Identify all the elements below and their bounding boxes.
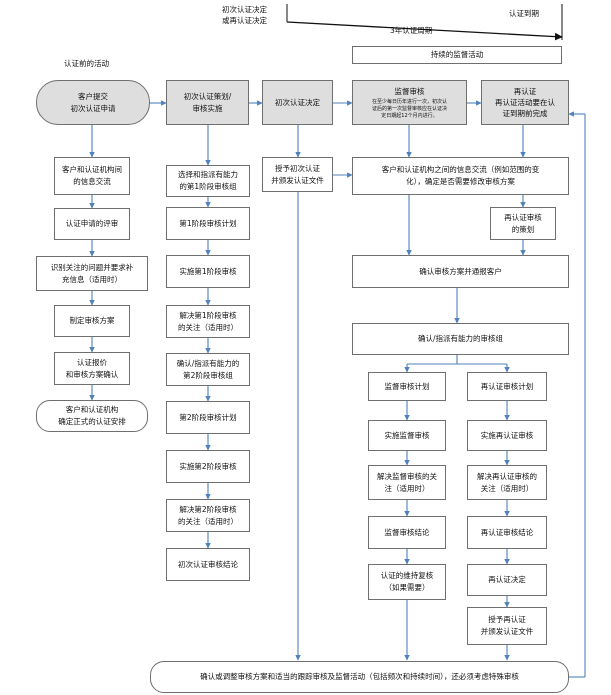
recert-title: 再认证 bbox=[513, 87, 537, 96]
initial-audit-step: 选择和指派有能力 的第1阶段审核组 bbox=[166, 165, 250, 197]
pre-cert-step: 认证报价 和审核方案确认 bbox=[54, 352, 130, 385]
surveillance-step: 监督审核计划 bbox=[368, 372, 446, 401]
surveillance-step: 实施监督审核 bbox=[368, 420, 446, 451]
ongoing-surveillance-bar: 持续的监督活动 bbox=[352, 46, 562, 64]
recert-step: 再认证决定 bbox=[467, 564, 547, 596]
cert-expiry-marker: 认证到期 bbox=[509, 9, 539, 18]
surveillance-step: 认证的维持复核 （如果需要） bbox=[368, 564, 446, 600]
recert-step: 再认证审核结论 bbox=[467, 516, 547, 549]
arrows bbox=[89, 100, 586, 678]
recert-step: 授予再认证 并颁发认证文件 bbox=[467, 607, 547, 645]
initial-audit-step: 初次认证审核结论 bbox=[166, 548, 250, 581]
pre-cert-step: 制定审核方案 bbox=[54, 305, 130, 337]
pre-cert-column-label: 认证前的活动 bbox=[64, 59, 109, 68]
recert-detail: 再认证活动要在认 证到期前完成 bbox=[495, 98, 555, 118]
recert-planning: 再认证审核 的策划 bbox=[490, 207, 556, 240]
initial-audit-step: 解决第2阶段审核 的关注（适用时） bbox=[166, 499, 250, 532]
recert-step: 实施再认证审核 bbox=[467, 420, 547, 451]
cycle-label: 3年认证周期 bbox=[390, 26, 433, 35]
surveillance-title: 监督审核 bbox=[394, 86, 425, 96]
initial-audit-step: 第1阶段审核计划 bbox=[166, 207, 250, 240]
surveillance-step: 解决监督审核的关 注（适用时） bbox=[368, 465, 446, 500]
grant-initial-cert: 授予初次认证 并颁发认证文件 bbox=[262, 157, 333, 192]
confirm-audit-program: 确认审核方案并通报客户 bbox=[352, 255, 569, 288]
footer-review-program: 确认或调整审核方案和适当的跟踪审核及监督活动（包括频次和持续时间），还必须考虑特… bbox=[150, 661, 569, 693]
initial-audit-step: 确认/指派有能力的 第2阶段审核组 bbox=[166, 353, 250, 386]
pre-cert-step: 客户和认证机构间 的信息交流 bbox=[54, 157, 130, 195]
timeline-lines bbox=[286, 4, 563, 41]
pre-cert-step: 认证申请的评审 bbox=[54, 208, 130, 240]
client-cb-info-exchange: 客户和认证机构之间的信息交流（例如范围的变 化），确定是否需要修改审核方案 bbox=[352, 157, 569, 195]
pre-cert-step: 识别关注的问题并要求补 充信息（适用时） bbox=[36, 256, 148, 291]
initial-audit-step: 第2阶段审核计划 bbox=[166, 401, 250, 434]
initial-planning-header: 初次认证策划/ 审核实施 bbox=[166, 80, 249, 125]
surveillance-header: 监督审核 在至少每日历年进行一次，初次认 证后的第一次监督审核应在认证决 定日期… bbox=[352, 80, 467, 125]
surveillance-detail: 在至少每日历年进行一次，初次认 证后的第一次监督审核应在认证决 定日期起12个月… bbox=[371, 98, 447, 119]
recert-step: 解决再认证审核的 关注（适用时） bbox=[467, 465, 547, 500]
initial-decision-marker: 初次认证决定 或再认证决定 bbox=[222, 5, 267, 25]
initial-decision-header: 初次认证决定 bbox=[262, 80, 333, 125]
recert-step: 再认证审核计划 bbox=[467, 372, 547, 401]
initial-audit-step: 实施第1阶段审核 bbox=[166, 255, 250, 288]
initial-audit-step: 实施第2阶段审核 bbox=[166, 450, 250, 483]
pre-cert-final-step: 客户和认证机构 确定正式的认证安排 bbox=[36, 400, 148, 432]
confirm-audit-team: 确认/指派有能力的审核组 bbox=[352, 323, 569, 355]
recert-header: 再认证 再认证活动要在认 证到期前完成 bbox=[481, 80, 569, 125]
surveillance-step: 监督审核结论 bbox=[368, 516, 446, 549]
client-application-header: 客户提交 初次认证申请 bbox=[36, 80, 150, 125]
initial-audit-step: 解决第1阶段审核 的关注（适用时） bbox=[166, 305, 250, 338]
